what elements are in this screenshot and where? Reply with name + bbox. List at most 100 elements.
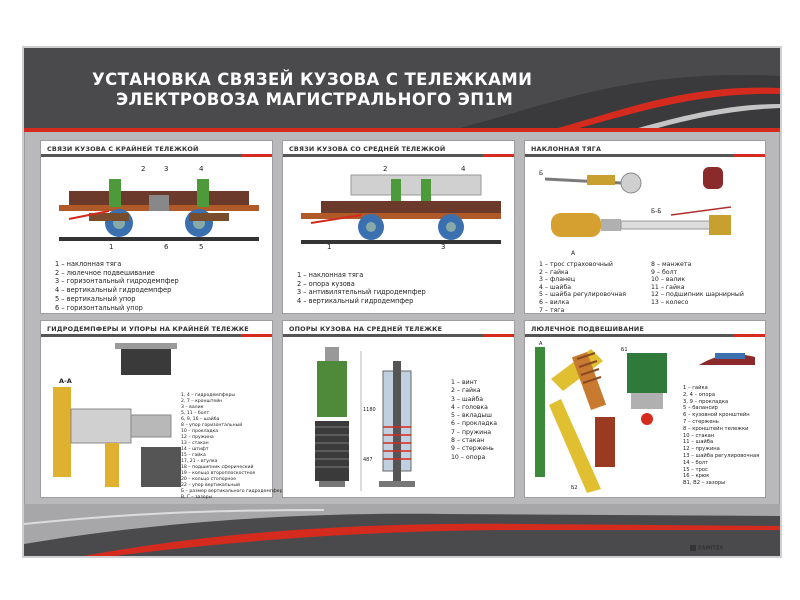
middle-bogie-drawing: 2 4 1 3 <box>301 165 501 251</box>
label-section-bb: Б-Б <box>651 208 661 215</box>
legend-item: В1, В2 – зазоры <box>683 480 726 487</box>
legend-left: 1 – трос страховочный 2 – гайка 3 – флан… <box>539 261 626 314</box>
legend-item: 5, 11 – болт <box>181 411 210 416</box>
legend: 1, 4 – гидродемпферы 2, 7 – кронштейн 3 … <box>181 393 285 501</box>
legend-item: 10 – стакан <box>683 432 715 439</box>
legend-right: 8 – манжета 9 – болт 10 – валик 11 – гай… <box>651 261 744 307</box>
callout-2: 2 <box>141 165 145 173</box>
legend-item: 13 – колесо <box>651 298 689 306</box>
legend-item: 15 – гайка <box>181 453 206 458</box>
legend-item: 18 – подшипник сферический <box>181 465 254 470</box>
poster-title: УСТАНОВКА СВЯЗЕЙ КУЗОВА С ТЕЛЕЖКАМИ ЭЛЕК… <box>92 70 532 110</box>
legend-item: 8 – кронштейн тележки <box>683 425 749 432</box>
legend-item: 7 – пружина <box>451 428 492 436</box>
legend-item: 7 – тяга <box>539 306 565 314</box>
title-underline-accent <box>483 334 514 337</box>
title-underline-accent <box>241 334 272 337</box>
callout-3: 3 <box>441 243 445 251</box>
panel-dampers-end-bogie: ГИДРОДЕМПФЕРЫ И УПОРЫ НА КРАЙНЕЙ ТЕЛЕЖКЕ… <box>40 320 285 500</box>
legend-item: Б – размер вертикального гидродемпфера <box>181 489 286 494</box>
legend-item: 10 – валик <box>651 276 686 284</box>
legend-item: 20 – кольцо стопорное <box>181 477 237 482</box>
end-bogie-drawing: 2 3 4 1 6 5 <box>59 165 259 251</box>
header-swoosh <box>24 74 780 132</box>
legend: 1 – наклонная тяга 2 – люлечное подвешив… <box>55 260 179 312</box>
title-underline-accent <box>733 154 765 157</box>
legend-item: 12 – подшипник шарнирный <box>651 291 744 299</box>
title-underline-accent <box>483 154 514 157</box>
title-underline-accent <box>241 154 272 157</box>
legend-item: 8 – упор горизонтальный <box>181 423 243 428</box>
body-support-drawing: 1180 487 <box>315 347 415 491</box>
poster-header: УСТАНОВКА СВЯЗЕЙ КУЗОВА С ТЕЛЕЖКАМИ ЭЛЕК… <box>24 48 780 132</box>
legend-item: 5 – балансир <box>683 405 718 412</box>
legend-item: 8 – стакан <box>451 437 485 445</box>
cradle-suspension-drawing: Б1 Б2 А <box>535 341 667 493</box>
legend-item: 13 – стакан <box>181 441 209 446</box>
label-b: Б <box>539 170 543 177</box>
legend-item: 7 – стержень <box>683 418 719 425</box>
legend-item: 19 – кольцо второплоскостное <box>181 471 256 476</box>
callout-1: 1 <box>327 243 331 251</box>
legend-item: 9 – стержень <box>451 445 494 453</box>
title-underline-accent <box>733 334 765 337</box>
callout-1: 1 <box>109 243 113 251</box>
detail-b1-drawing <box>699 353 755 365</box>
legend-item: 13 – шайба регулировочная <box>683 452 760 459</box>
legend-item: 3 – антивилятельный гидродемпфер <box>297 288 426 297</box>
legend-item: 8 – манжета <box>651 261 692 268</box>
legend-item: 1 – гайка <box>683 385 708 391</box>
brand-logo: ZAMITZA <box>690 545 723 552</box>
legend-item: 5 – шайба регулировочная <box>539 291 626 299</box>
label-b2: Б2 <box>571 485 578 491</box>
legend-item: 9 – болт <box>651 268 678 276</box>
legend-item: 15 – трос <box>683 466 708 473</box>
legend-item: 2, 4 – опора <box>683 391 716 398</box>
legend-item: 6 – горизонтальный упор <box>55 303 143 312</box>
label-a: А <box>539 341 543 347</box>
legend-item: 11 – гайка <box>651 283 685 291</box>
legend-item: 1, 4 – гидродемпферы <box>181 393 236 398</box>
callout-4: 4 <box>461 165 466 173</box>
legend-item: 2 – люлечное подвешивание <box>55 268 155 277</box>
legend-item: 6 – кузовной кронштейн <box>683 412 750 419</box>
legend-item: 2 – гайка <box>451 387 481 395</box>
legend-item: 6 – вилка <box>539 298 570 306</box>
legend-item: 14 – штифт <box>181 447 209 452</box>
panel-inclined-rod: НАКЛОННАЯ ТЯГА Б А Б-Б 1 – трос страхово… <box>524 140 766 314</box>
dampers-drawing: А-А <box>53 343 181 487</box>
legend: 1 – гайка 2, 4 – опора 3, 9 – прокладка … <box>683 385 759 487</box>
panel-title: СВЯЗИ КУЗОВА СО СРЕДНЕЙ ТЕЛЕЖКОЙ <box>289 145 446 153</box>
title-line-2: ЭЛЕКТРОВОЗА МАГИСТРАЛЬНОГО ЭП1М <box>116 90 514 109</box>
panel-cradle-suspension: ЛЮЛЕЧНОЕ ПОДВЕШИВАНИЕ Б1 Б2 А 1 – гайка <box>524 320 766 498</box>
legend: 1 – винт 2 – гайка 3 – шайба 4 – головка… <box>451 379 497 462</box>
legend-item: 3 – горизонтальный гидродемпфер <box>55 277 179 286</box>
title-underline <box>525 334 733 337</box>
panel-title: ОПОРЫ КУЗОВА НА СРЕДНЕЙ ТЕЛЕЖКЕ <box>289 325 443 333</box>
title-underline <box>41 154 241 157</box>
legend-item: 2 – опора кузова <box>297 279 355 288</box>
section-label: А-А <box>59 377 72 385</box>
legend-item: 3 – валик <box>181 405 204 410</box>
title-underline <box>283 334 483 337</box>
legend-item: 11 – шайба <box>683 439 714 446</box>
legend-item: 2, 7 – кронштейн <box>181 399 223 404</box>
legend-item: 6 – прокладка <box>451 420 498 428</box>
legend-item: 1 – наклонная тяга <box>297 271 364 279</box>
legend-item: 12 – пружина <box>181 435 214 440</box>
legend-item: 4 – вертикальный гидродемпфер <box>297 297 414 306</box>
poster-board: УСТАНОВКА СВЯЗЕЙ КУЗОВА С ТЕЛЕЖКАМИ ЭЛЕК… <box>22 46 782 558</box>
brand-icon <box>690 545 696 551</box>
legend: 1 – наклонная тяга 2 – опора кузова 3 – … <box>297 271 426 306</box>
legend-item: 4 – вертикальный гидродемпфер <box>55 286 172 295</box>
callout-5: 5 <box>199 243 203 251</box>
label-b1: Б1 <box>621 347 628 353</box>
title-underline <box>283 154 483 157</box>
callout-3: 3 <box>164 165 168 173</box>
panel-end-bogie-links: СВЯЗИ КУЗОВА С КРАЙНЕЙ ТЕЛЕЖКОЙ 2 3 4 1 … <box>40 140 273 314</box>
title-underline <box>525 154 733 157</box>
panel-title: ГИДРОДЕМПФЕРЫ И УПОРЫ НА КРАЙНЕЙ ТЕЛЕЖКЕ <box>47 325 249 333</box>
legend-item: 3 – шайба <box>451 395 484 403</box>
legend-item: 1 – винт <box>451 379 478 386</box>
footer-swoosh <box>24 509 780 556</box>
